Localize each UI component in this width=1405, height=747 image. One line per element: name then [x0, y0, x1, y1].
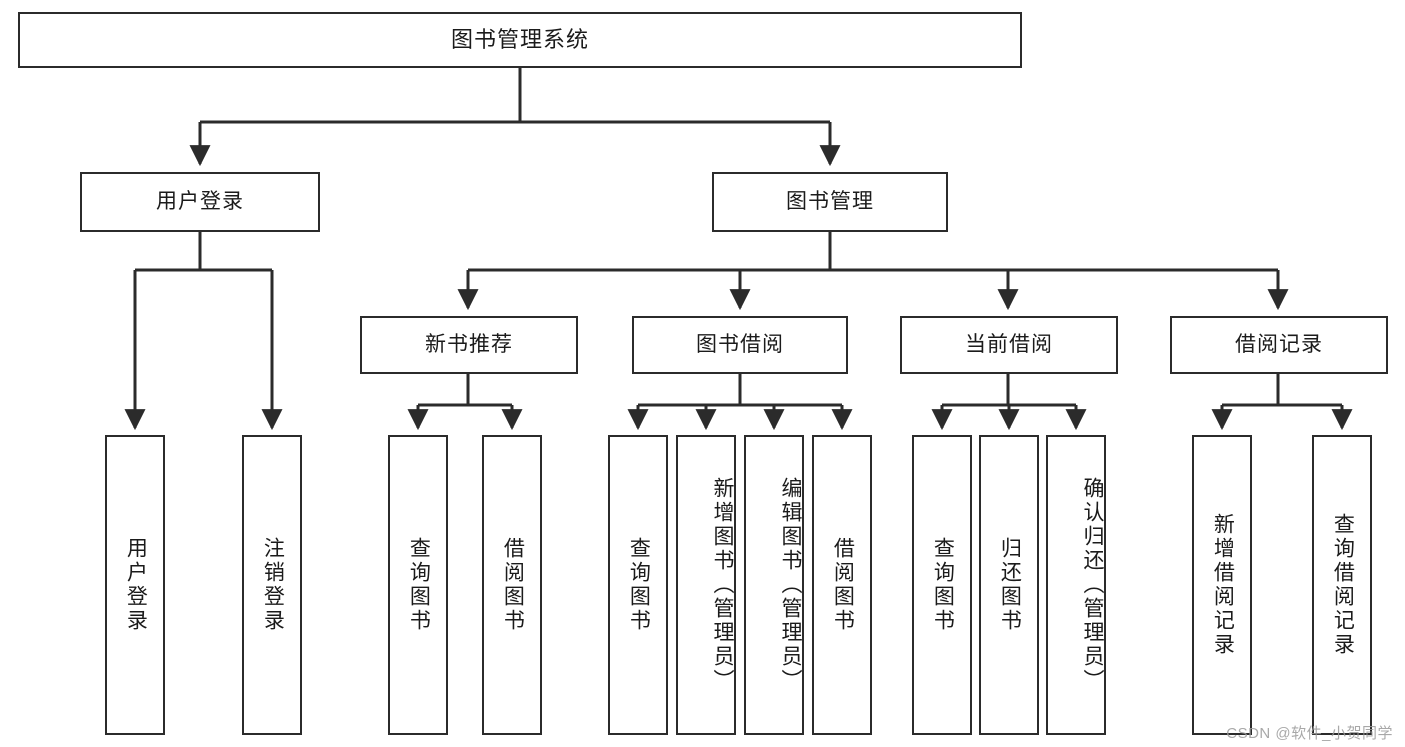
leaf-add-book-admin[interactable]: 新增图书（管理员） [676, 435, 736, 735]
leaf-query-book-current[interactable]: 查询图书 [912, 435, 972, 735]
node-root-system[interactable]: 图书管理系统 [18, 12, 1022, 68]
leaf-borrow-book-borrow[interactable]: 借阅图书 [812, 435, 872, 735]
leaf-confirm-return-admin[interactable]: 确认归还（管理员） [1046, 435, 1106, 735]
node-book-manage[interactable]: 图书管理 [712, 172, 948, 232]
leaf-edit-book-admin[interactable]: 编辑图书（管理员） [744, 435, 804, 735]
node-new-book-recommend[interactable]: 新书推荐 [360, 316, 578, 374]
node-borrow-record[interactable]: 借阅记录 [1170, 316, 1388, 374]
node-current-borrow[interactable]: 当前借阅 [900, 316, 1118, 374]
node-user-login[interactable]: 用户登录 [80, 172, 320, 232]
node-book-borrow[interactable]: 图书借阅 [632, 316, 848, 374]
leaf-query-book-borrow[interactable]: 查询图书 [608, 435, 668, 735]
leaf-add-borrow-record[interactable]: 新增借阅记录 [1192, 435, 1252, 735]
leaf-query-book-recommend[interactable]: 查询图书 [388, 435, 448, 735]
leaf-user-login[interactable]: 用户登录 [105, 435, 165, 735]
leaf-query-borrow-record[interactable]: 查询借阅记录 [1312, 435, 1372, 735]
leaf-return-book[interactable]: 归还图书 [979, 435, 1039, 735]
leaf-logout-login[interactable]: 注销登录 [242, 435, 302, 735]
leaf-borrow-book-recommend[interactable]: 借阅图书 [482, 435, 542, 735]
